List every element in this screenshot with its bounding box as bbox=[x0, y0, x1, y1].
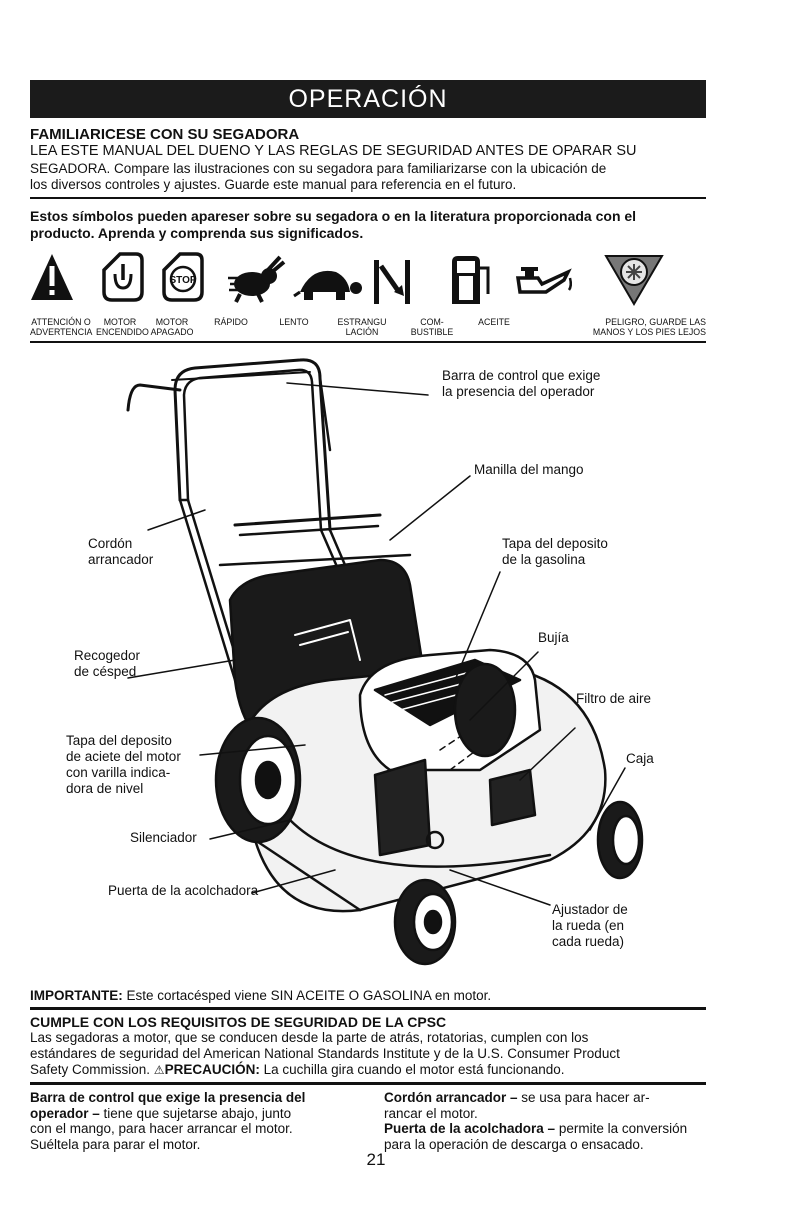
symbol-label-fuel: COM-BUSTIBLE bbox=[410, 317, 454, 337]
choke-icon bbox=[374, 260, 410, 304]
stop-text: STOP bbox=[169, 275, 196, 286]
divider bbox=[30, 1082, 706, 1085]
symbol-icons-row: STOP bbox=[30, 250, 710, 310]
callout-mulch-door: Puerta de la acolchadora bbox=[108, 883, 259, 898]
symbol-label-fast: RÁPIDO bbox=[214, 317, 248, 327]
turtle-slow-icon bbox=[293, 270, 362, 300]
definition-control-bar: Barra de control que exige la presencia … bbox=[30, 1090, 306, 1152]
callout-handle: Manilla del mango bbox=[474, 462, 584, 477]
fuel-pump-icon bbox=[452, 256, 490, 304]
familiarize-line-1: LEA ESTE MANUAL DEL DUENO Y LAS REGLAS D… bbox=[30, 143, 637, 159]
callout-muffler: Silenciador bbox=[130, 830, 197, 845]
cpsc-line-1: Las segadoras a motor, que se conducen d… bbox=[30, 1030, 589, 1045]
callout-housing: Caja bbox=[626, 751, 654, 766]
callout-spark-plug: Bujía bbox=[538, 630, 569, 645]
divider bbox=[30, 197, 706, 199]
symbols-intro-line-2: producto. Aprenda y comprenda sus signif… bbox=[30, 225, 364, 241]
warning-triangle-icon bbox=[31, 254, 73, 300]
familiarize-line-3: los diversos controles y ajustes. Guarde… bbox=[30, 177, 517, 192]
engine-stop-icon: STOP bbox=[162, 252, 204, 302]
keep-hands-feet-away-icon bbox=[604, 255, 664, 306]
cpsc-line-2: estándares de seguridad del American Nat… bbox=[30, 1046, 620, 1061]
oil-can-icon bbox=[515, 267, 573, 294]
familiarize-line-2: SEGADORA. Compare las ilustraciones con … bbox=[30, 161, 607, 176]
definition-starter-mulch: Cordón arrancador – se usa para hacer ar… bbox=[384, 1090, 688, 1152]
divider bbox=[30, 1007, 706, 1010]
symbol-label-slow: LENTO bbox=[279, 317, 309, 327]
cpsc-heading: CUMPLE CON LOS REQUISITOS DE SEGURIDAD D… bbox=[30, 1014, 447, 1030]
rabbit-fast-icon bbox=[228, 255, 286, 303]
cpsc-line-3: Safety Commission. ⚠PRECAUCIÓN: La cuchi… bbox=[30, 1062, 565, 1077]
engine-on-icon bbox=[102, 252, 144, 302]
page-number: 21 bbox=[366, 1150, 386, 1169]
callout-air-filter: Filtro de aire bbox=[576, 691, 652, 706]
familiarize-heading: FAMILIARICESE CON SU SEGADORA bbox=[30, 126, 300, 143]
important-note: IMPORTANTE: Este cortacésped viene SIN A… bbox=[30, 988, 492, 1003]
symbol-label-oil: ACEITE bbox=[478, 317, 510, 327]
divider bbox=[30, 341, 706, 343]
section-banner: OPERACIÓN bbox=[30, 80, 706, 118]
caution-icon: ⚠ bbox=[153, 1063, 165, 1077]
lawn-mower-diagram bbox=[30, 350, 706, 980]
symbols-intro-line-1: Estos símbolos pueden apareser sobre su … bbox=[30, 208, 637, 224]
